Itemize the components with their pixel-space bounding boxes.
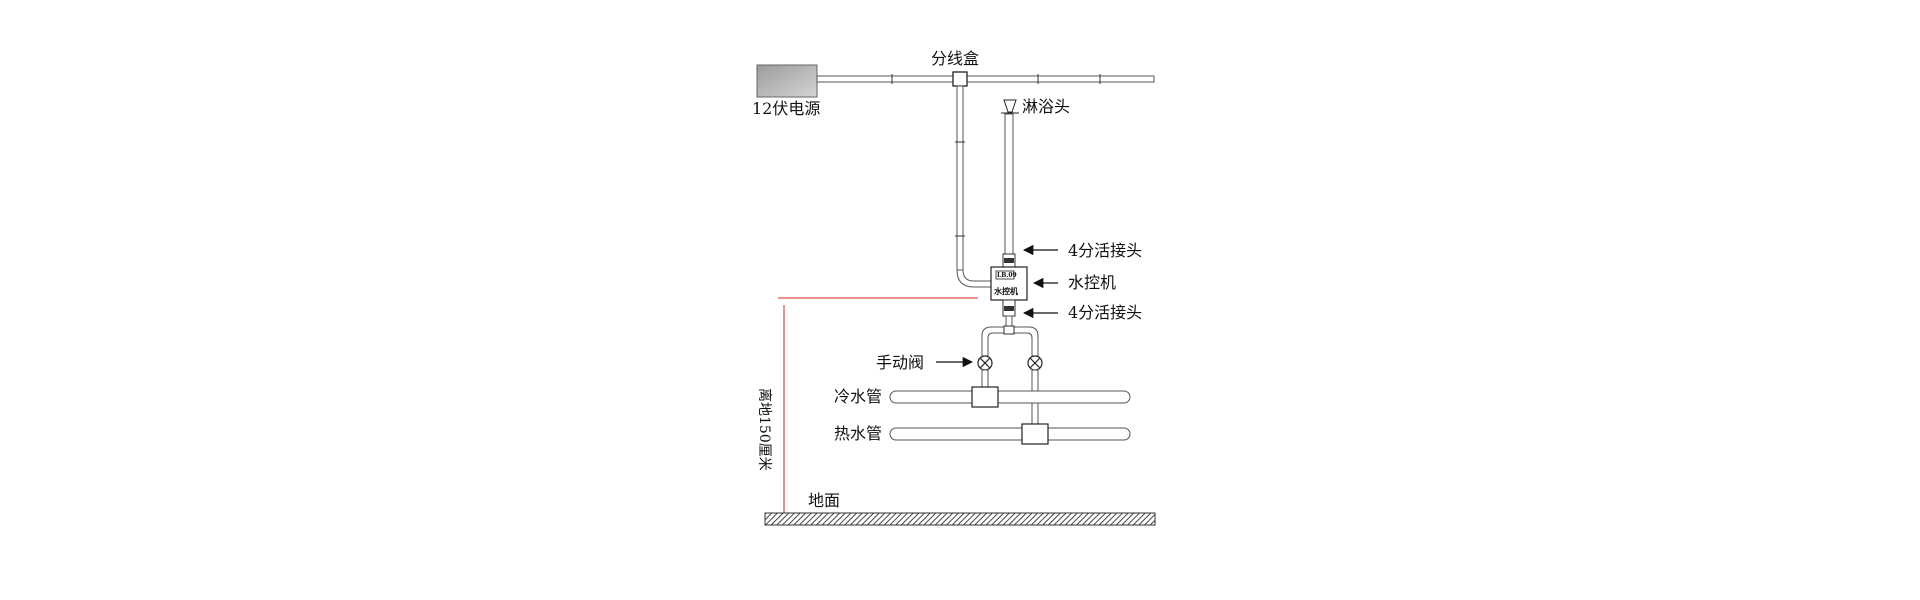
shower-head-label: 淋浴头	[1022, 97, 1070, 116]
shower-head-icon	[1001, 99, 1019, 114]
controller-display	[995, 270, 1015, 280]
height-marker	[778, 297, 978, 514]
height-label: 离地150厘米	[756, 388, 773, 471]
hot-water-pipe	[889, 423, 1131, 445]
ground-hatch	[764, 512, 1156, 526]
power-supply-label: 12伏电源	[752, 99, 820, 118]
manual-valve-hot	[1027, 355, 1043, 371]
junction-box-label: 分线盒	[931, 49, 979, 68]
manual-valve-label: 手动阀	[876, 353, 924, 372]
shower-pipe	[1004, 113, 1014, 255]
hot-water-pipe-label: 热水管	[834, 424, 882, 443]
union-top-label: 4分活接头	[1068, 241, 1142, 260]
cable-conduit-horizontal	[816, 74, 1155, 84]
junction-box	[952, 71, 968, 87]
cold-water-pipe	[889, 386, 1131, 408]
manual-valve-cold	[977, 355, 993, 371]
water-controller	[990, 266, 1028, 301]
controller-display-text: LB.09	[997, 272, 1017, 279]
controller-device-label: 水控机	[993, 286, 1018, 296]
power-supply	[756, 64, 818, 98]
distribution-manifold	[981, 315, 1039, 357]
cold-water-pipe-label: 冷水管	[834, 387, 882, 406]
cable-conduit-vertical	[955, 85, 994, 288]
union-bottom-label: 4分活接头	[1068, 303, 1142, 322]
ground-label: 地面	[808, 491, 840, 510]
controller-label: 水控机	[1068, 273, 1116, 292]
